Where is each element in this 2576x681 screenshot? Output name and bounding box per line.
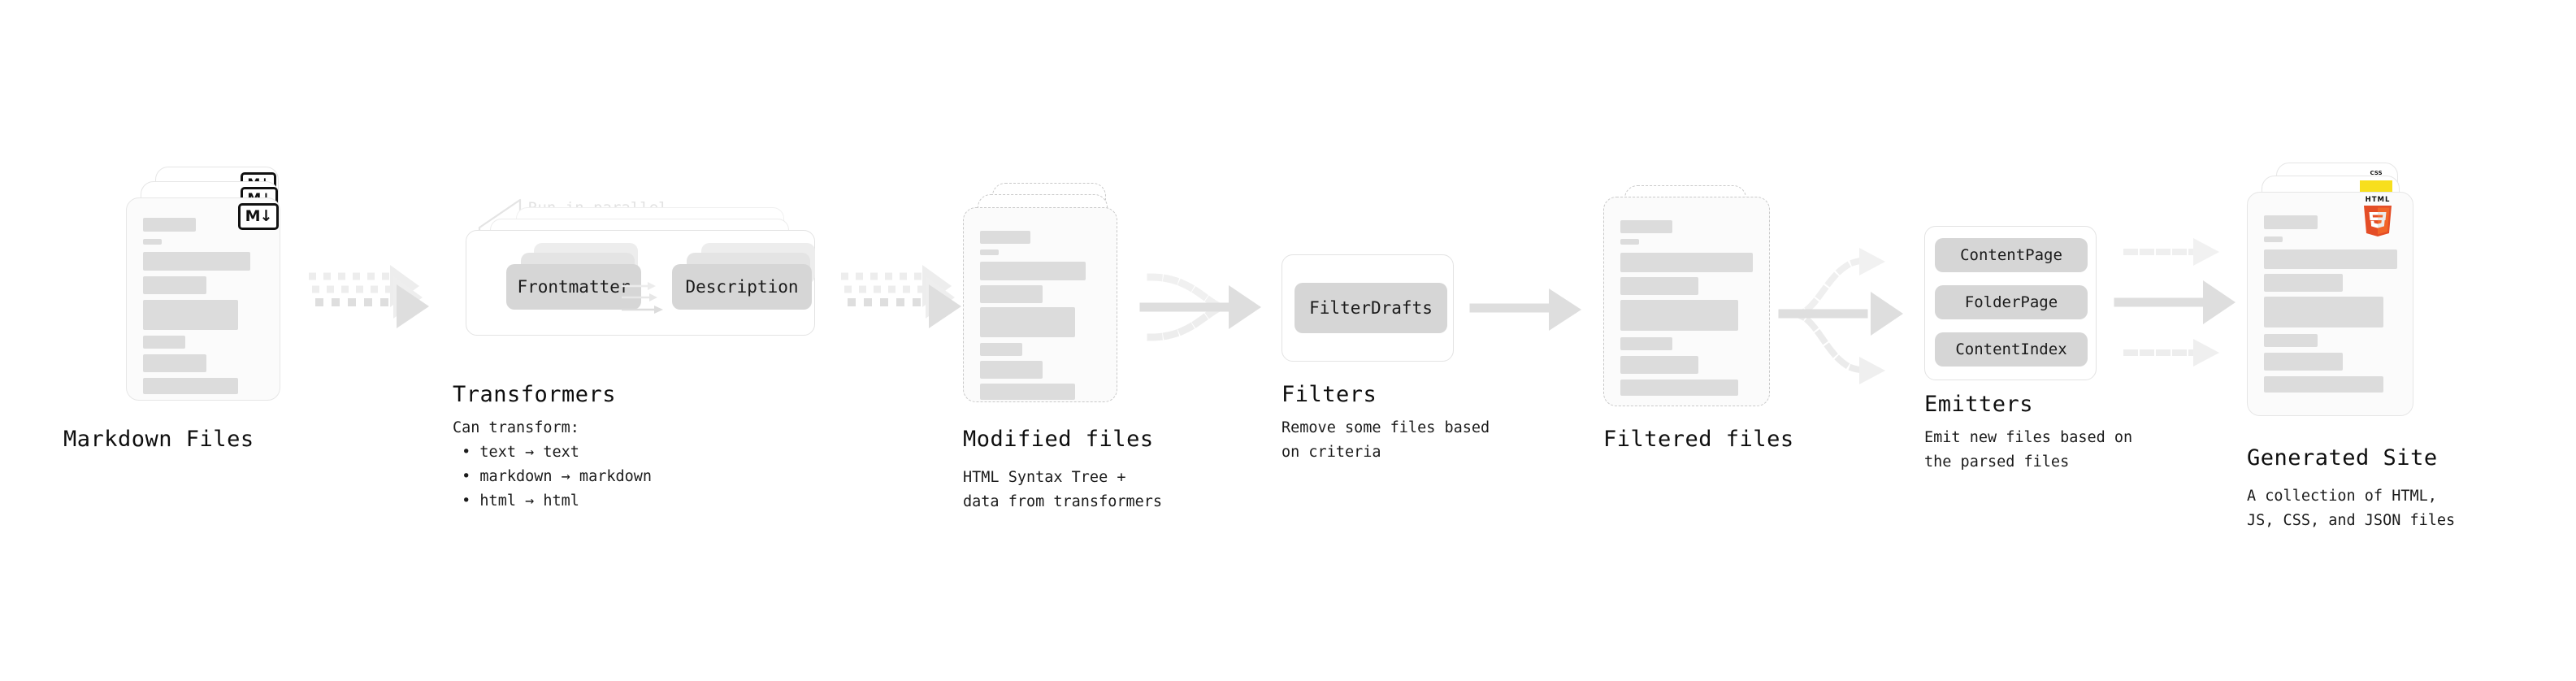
- contentindex-chip[interactable]: ContentIndex: [1935, 332, 2088, 367]
- text-placeholder-line: [1620, 239, 1639, 245]
- filters-subtitle: Remove some files based on criteria: [1281, 419, 1490, 461]
- text-placeholder-line: [1620, 380, 1738, 396]
- text-placeholder-line: [143, 239, 162, 245]
- markdown-icon: M↓: [238, 203, 279, 230]
- markdown-file-card-front: [126, 197, 280, 401]
- emitters-title: Emitters: [1924, 392, 2034, 417]
- text-placeholder-line: [143, 354, 206, 372]
- site-file-card-front: [2247, 192, 2413, 416]
- text-placeholder-line: [2264, 376, 2383, 393]
- folderpage-chip[interactable]: FolderPage: [1935, 285, 2088, 319]
- connector-markdown-to-transformers: [309, 265, 429, 328]
- transformer-internal-arrows: [622, 282, 663, 314]
- connector-modified-to-filters: [1139, 273, 1261, 341]
- html5-logo-icon: HTML: [2360, 197, 2396, 239]
- text-placeholder-line: [2264, 297, 2383, 327]
- connector-filtered-to-emitters: [1778, 248, 1903, 384]
- text-placeholder-line: [2264, 249, 2397, 269]
- text-placeholder-line: [980, 285, 1043, 303]
- filterdrafts-chip[interactable]: FilterDrafts: [1295, 283, 1447, 333]
- text-placeholder-line: [1620, 277, 1698, 295]
- transformers-stack: x x Frontmatter x x Description: [451, 207, 833, 354]
- text-placeholder-line: [980, 249, 999, 255]
- text-placeholder-line: [143, 378, 238, 394]
- modified-files-stack: [963, 183, 1138, 419]
- html5-logo-caption: HTML: [2365, 196, 2391, 204]
- connector-emitters-to-site: [2114, 238, 2236, 367]
- filtered-file-card-front: [1603, 197, 1770, 406]
- description-chip[interactable]: Description: [672, 264, 812, 310]
- emitters-box: ContentPage FolderPage ContentIndex: [1924, 226, 2097, 380]
- text-placeholder-line: [980, 361, 1043, 379]
- emitters-subtitle: Emit new files based on the parsed files: [1924, 429, 2133, 471]
- text-placeholder-line: [143, 218, 196, 232]
- text-placeholder-line: [143, 336, 185, 349]
- svg-text:CSS: CSS: [2370, 170, 2382, 176]
- filtered-files-stack: [1603, 185, 1778, 421]
- frontmatter-chip[interactable]: Frontmatter: [506, 264, 641, 310]
- modified-file-card-front: [963, 207, 1117, 402]
- text-placeholder-line: [143, 252, 250, 271]
- text-placeholder-line: [143, 276, 206, 294]
- generated-site-subtitle: A collection of HTML, JS, CSS, and JSON …: [2247, 488, 2456, 529]
- text-placeholder-line: [2264, 274, 2343, 292]
- text-placeholder-line: [2264, 353, 2343, 371]
- text-placeholder-line: [980, 384, 1075, 400]
- generated-site-stack: CSS HTML: [2247, 163, 2442, 416]
- text-placeholder-line: [1620, 300, 1738, 331]
- modified-files-subtitle: HTML Syntax Tree + data from transformer…: [963, 469, 1163, 510]
- transformers-subtitle: Can transform: • text → text • markdown …: [453, 419, 653, 510]
- text-placeholder-line: [1620, 337, 1672, 350]
- filters-title: Filters: [1281, 382, 1377, 407]
- text-placeholder-line: [2264, 236, 2283, 242]
- text-placeholder-line: [2264, 334, 2318, 347]
- filtered-files-title: Filtered files: [1603, 427, 1794, 452]
- generated-site-title: Generated Site: [2247, 445, 2438, 471]
- text-placeholder-line: [143, 300, 238, 330]
- connector-filters-to-filtered: [1469, 288, 1581, 331]
- markdown-files-title: Markdown Files: [63, 427, 254, 452]
- connector-transformers-to-modified: [841, 265, 961, 328]
- modified-files-title: Modified files: [963, 427, 1154, 452]
- text-placeholder-line: [2264, 215, 2318, 229]
- text-placeholder-line: [980, 231, 1030, 244]
- text-placeholder-line: [980, 307, 1075, 337]
- text-placeholder-line: [980, 343, 1022, 356]
- filters-box: FilterDrafts: [1281, 254, 1454, 362]
- text-placeholder-line: [1620, 253, 1753, 272]
- markdown-files-stack: M↓ M↓ M↓: [126, 167, 297, 406]
- text-placeholder-line: [1620, 356, 1698, 374]
- text-placeholder-line: [1620, 220, 1672, 233]
- transformers-title: Transformers: [453, 382, 617, 407]
- contentpage-chip[interactable]: ContentPage: [1935, 238, 2088, 272]
- text-placeholder-line: [980, 262, 1086, 280]
